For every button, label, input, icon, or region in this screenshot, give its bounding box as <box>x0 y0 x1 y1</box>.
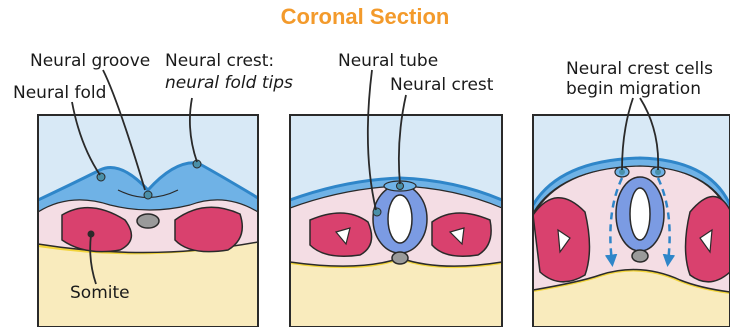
label-neural-groove: Neural groove <box>30 51 150 71</box>
label-migration-line1: Neural crest cells <box>566 59 713 79</box>
label-neural-fold: Neural fold <box>13 83 106 103</box>
label-neural-crest-line1: Neural crest: <box>165 51 274 71</box>
panel-migration-stage <box>533 115 730 327</box>
label-neural-crest: Neural crest <box>390 75 494 95</box>
somite-right <box>175 207 242 251</box>
neural-tube-marker <box>373 208 381 216</box>
panel-neural-tube-stage <box>290 115 502 327</box>
notochord <box>392 252 408 264</box>
notochord <box>632 250 648 262</box>
label-neural-crest-line2: neural fold tips <box>165 73 293 93</box>
endoderm-layer <box>290 258 502 327</box>
label-somite: Somite <box>70 283 130 303</box>
neural-groove-marker <box>144 191 152 199</box>
label-neural-tube: Neural tube <box>338 51 438 71</box>
neural-canal <box>630 188 650 240</box>
neural-canal <box>388 195 412 243</box>
notochord <box>137 214 159 228</box>
label-migration-line2: begin migration <box>566 79 701 99</box>
neural-fold-marker <box>97 173 105 181</box>
